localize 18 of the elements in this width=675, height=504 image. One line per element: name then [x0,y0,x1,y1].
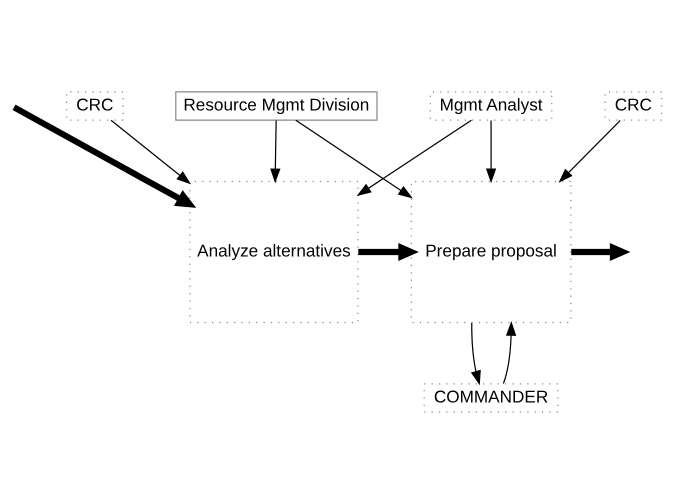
arrow [358,243,419,261]
node-box: COMMANDER [424,383,559,413]
arrow [270,120,280,184]
arrow [12,104,196,208]
arrow [295,120,413,198]
node-box: Prepare proposal [410,180,572,324]
arrow [356,120,472,196]
node-box: CRC [604,91,662,121]
arrow [486,120,496,184]
node-box: CRC [66,91,124,121]
node-box: Analyze alternatives [189,180,359,324]
node-box: Mgmt Analyst [430,91,552,121]
arrow [110,120,192,184]
arrow [470,322,481,386]
node-box: Resource Mgmt Division [175,91,378,121]
arrow [502,321,516,384]
arrow [558,120,621,183]
arrow [571,243,630,261]
